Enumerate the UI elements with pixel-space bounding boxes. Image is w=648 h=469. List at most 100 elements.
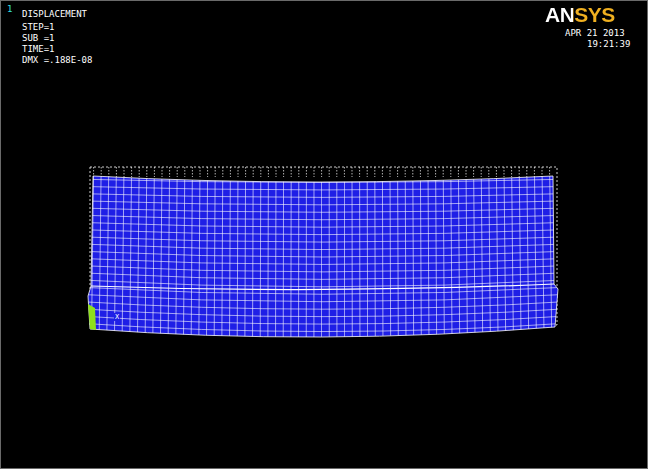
mesh-line: [80, 230, 566, 235]
mesh-line: [359, 167, 360, 177]
time-info: TIME=1: [22, 44, 55, 55]
mesh-line: [321, 165, 322, 350]
mesh-line: [344, 167, 345, 177]
mesh-line: [519, 165, 521, 350]
mesh-line: [80, 309, 566, 317]
mesh-line: [397, 165, 399, 350]
mesh-line: [80, 258, 566, 264]
mesh-line: [527, 165, 529, 350]
mesh-line: [84, 165, 86, 350]
mesh-line: [306, 167, 307, 177]
mesh-line: [504, 167, 505, 177]
mesh-line: [306, 165, 307, 350]
mesh-line: [329, 167, 330, 177]
mesh-line: [160, 165, 162, 350]
mesh-line: [80, 316, 566, 324]
mesh-line: [519, 167, 520, 177]
mesh-line: [80, 222, 566, 227]
undeformed-mesh: [94, 167, 550, 177]
mesh-line: [329, 165, 330, 350]
mesh-line: [260, 165, 262, 350]
mesh-line: [367, 165, 368, 350]
mesh-line: [80, 201, 566, 205]
mesh-line: [435, 167, 436, 177]
mesh-line: [80, 244, 566, 250]
mesh-line: [162, 167, 163, 177]
mesh-line: [101, 167, 102, 177]
mesh-line: [116, 167, 117, 177]
mesh-line: [420, 165, 422, 350]
mesh-line: [80, 215, 566, 220]
mesh-line: [512, 165, 514, 350]
body-edge: [88, 176, 558, 337]
mesh-line: [176, 165, 177, 350]
mesh-line: [352, 167, 353, 177]
mesh-line: [473, 167, 474, 177]
mesh-line: [481, 167, 482, 177]
mesh-line: [222, 167, 223, 177]
mesh-line: [191, 165, 192, 350]
mesh-line: [80, 186, 566, 190]
mesh-line: [428, 167, 429, 177]
mesh-line: [412, 167, 413, 177]
mesh-line: [382, 167, 383, 177]
mesh-line: [298, 167, 299, 177]
mesh-line: [313, 165, 314, 350]
mesh-line: [80, 266, 566, 272]
mesh-line: [131, 167, 132, 177]
mesh-line: [93, 167, 94, 177]
mesh-line: [557, 165, 559, 350]
mesh-line: [184, 167, 185, 177]
mesh-line: [314, 167, 315, 177]
mesh-line: [466, 165, 467, 350]
mesh-line: [80, 273, 566, 280]
mesh-line: [275, 165, 276, 350]
support-contour: [88, 304, 96, 330]
mesh-line: [169, 167, 170, 177]
mesh-line: [268, 167, 269, 177]
mesh-line: [122, 165, 124, 350]
mesh-line: [114, 165, 116, 350]
mesh-line: [200, 167, 201, 177]
window-number: 1: [7, 4, 12, 15]
mesh-line: [336, 165, 337, 350]
mesh-line: [534, 165, 536, 350]
mesh-line: [374, 167, 375, 177]
mesh-line: [229, 165, 231, 350]
mesh-line: [458, 165, 459, 350]
mesh-line: [496, 167, 497, 177]
mesh-line: [443, 167, 444, 177]
mesh-line: [108, 167, 109, 177]
mesh-line: [99, 165, 101, 350]
mesh-line: [283, 167, 284, 177]
mesh-line: [215, 167, 216, 177]
mesh-line: [352, 165, 353, 350]
mesh-line: [80, 338, 566, 347]
mesh-line: [80, 194, 566, 198]
mesh-line: [291, 167, 292, 177]
mesh-line: [504, 165, 506, 350]
mesh-line: [153, 165, 155, 350]
mesh-line: [489, 165, 491, 350]
mesh-line: [549, 167, 550, 177]
mesh-line: [245, 167, 246, 177]
mesh-line: [526, 167, 527, 177]
mesh-line: [374, 165, 376, 350]
mesh-line: [390, 165, 392, 350]
mesh-line: [130, 165, 132, 350]
mesh-line: [542, 165, 544, 350]
mesh-line: [145, 165, 147, 350]
mesh-line: [124, 167, 125, 177]
mesh-line: [222, 165, 223, 350]
mesh-line: [276, 167, 277, 177]
mesh-line: [137, 165, 139, 350]
mesh-line: [450, 167, 451, 177]
mesh-line: [298, 165, 299, 350]
max-displacement: DMX =.188E-08: [22, 55, 92, 66]
mesh-line: [80, 294, 566, 301]
mesh-line: [390, 167, 391, 177]
mesh-line: [253, 167, 254, 177]
mesh-line: [359, 165, 360, 350]
mesh-line: [344, 165, 345, 350]
